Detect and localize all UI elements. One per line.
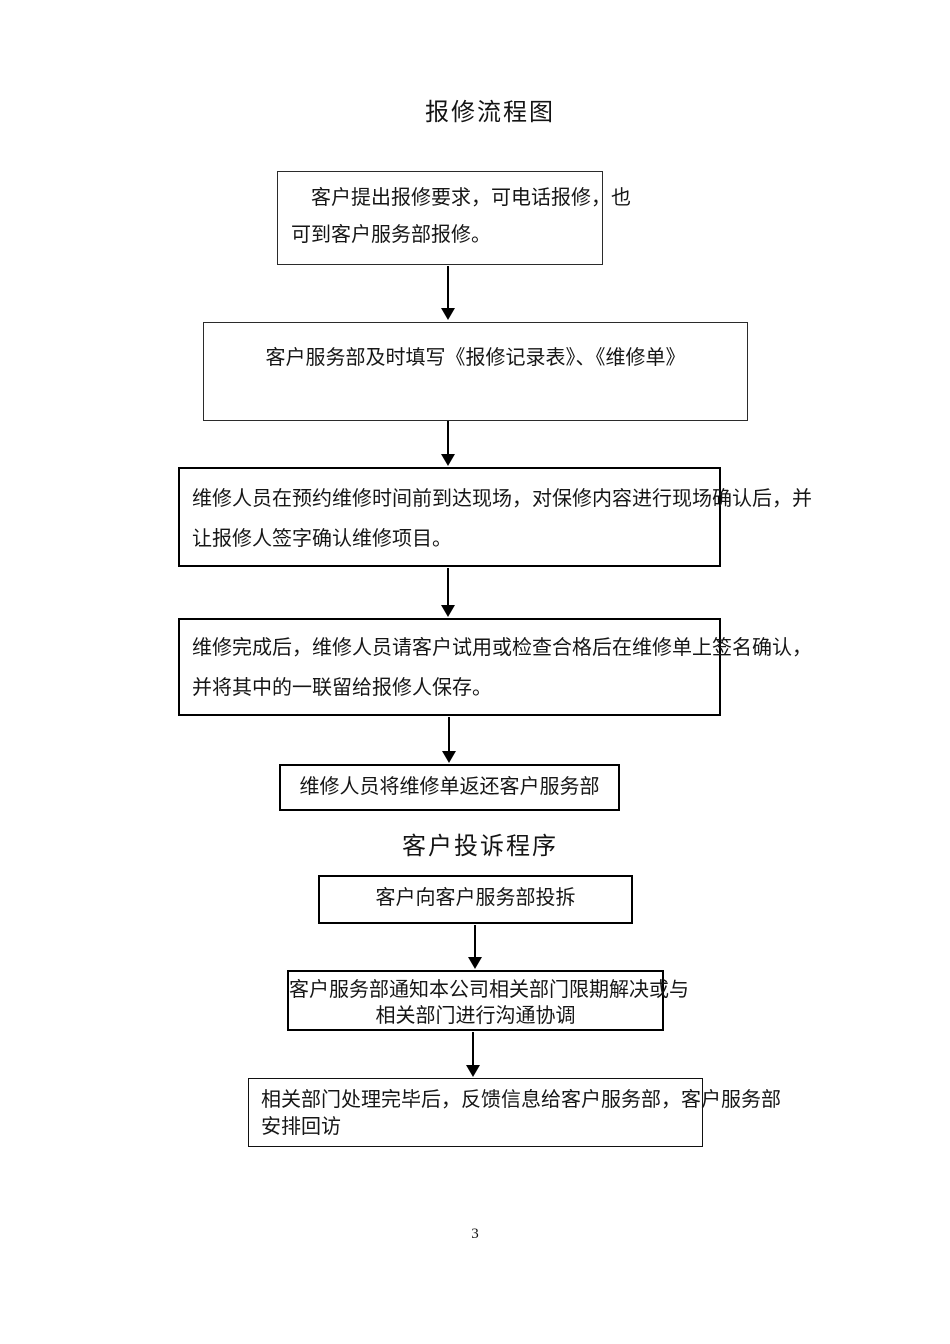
- flow-box-text-line: 让报修人签字确认维修项目。: [192, 528, 452, 550]
- flow-box-text-line: 相关部门处理完毕后，反馈信息给客户服务部，客户服务部: [261, 1089, 781, 1111]
- arrow-shaft: [448, 717, 450, 752]
- complaint-procedure-title: 客户投诉程序: [402, 834, 558, 860]
- flow-box-text-line: 客户服务部通知本公司相关部门限期解决或与: [289, 979, 689, 1001]
- arrow-shaft: [447, 266, 449, 309]
- arrow-head: [441, 605, 455, 617]
- arrow-shaft: [447, 568, 449, 606]
- flow-box-feedback-and-callback: 相关部门处理完毕后，反馈信息给客户服务部，客户服务部 安排回访: [248, 1078, 781, 1147]
- flow-box-text-line: 客户服务部及时填写《报修记录表》、《维修单》: [265, 347, 686, 369]
- arrow-down-icon: [466, 1032, 480, 1077]
- arrow-down-icon: [441, 266, 455, 320]
- arrow-shaft: [472, 1032, 474, 1066]
- arrow-down-icon: [441, 568, 455, 617]
- flow-box-completion-signoff: 维修完成后，维修人员请客户试用或检查合格后在维修单上签名确认， 并将其中的一联留…: [178, 618, 812, 716]
- flow-box-text-line: 客户向客户服务部投拆: [375, 887, 576, 909]
- flow-box-notify-departments: 客户服务部通知本公司相关部门限期解决或与 相关部门进行沟通协调: [287, 970, 689, 1031]
- arrow-head: [466, 1065, 480, 1077]
- flow-box-text-line: 维修完成后，维修人员请客户试用或检查合格后在维修单上签名确认，: [192, 637, 812, 659]
- flow-box-text-line: 相关部门进行沟通协调: [375, 1005, 576, 1027]
- arrow-down-icon: [442, 717, 456, 763]
- flow-box-text-line: 并将其中的一联留给报修人保存。: [192, 677, 492, 699]
- flow-box-customer-report-request: 客户提出报修要求，可电话报修，也 可到客户服务部报修。: [277, 171, 631, 265]
- flow-box-onsite-confirmation: 维修人员在预约维修时间前到达现场，对保修内容进行现场确认后，并 让报修人签字确认…: [178, 467, 812, 567]
- arrow-head: [441, 454, 455, 466]
- arrow-shaft: [474, 925, 476, 958]
- arrow-head: [468, 957, 482, 969]
- flow-box-text-line: 维修人员将维修单返还客户服务部: [299, 776, 600, 798]
- arrow-shaft: [447, 421, 449, 455]
- arrow-head: [441, 308, 455, 320]
- flow-box-text-line: 客户提出报修要求，可电话报修，也: [311, 187, 631, 209]
- arrow-down-icon: [468, 925, 482, 969]
- flow-box-text-line: 维修人员在预约维修时间前到达现场，对保修内容进行现场确认后，并: [192, 488, 812, 510]
- arrow-head: [442, 751, 456, 763]
- flow-box-text-line: 可到客户服务部报修。: [291, 224, 491, 246]
- repair-flowchart-title: 报修流程图: [425, 100, 555, 126]
- flow-box-text-line: 安排回访: [261, 1116, 341, 1138]
- flow-box-service-dept-fill-forms: 客户服务部及时填写《报修记录表》、《维修单》: [203, 322, 748, 421]
- page-number: 3: [471, 1226, 479, 1242]
- flow-box-customer-complaint: 客户向客户服务部投拆: [318, 875, 633, 924]
- arrow-down-icon: [441, 421, 455, 466]
- flow-box-return-repair-order: 维修人员将维修单返还客户服务部: [279, 764, 620, 811]
